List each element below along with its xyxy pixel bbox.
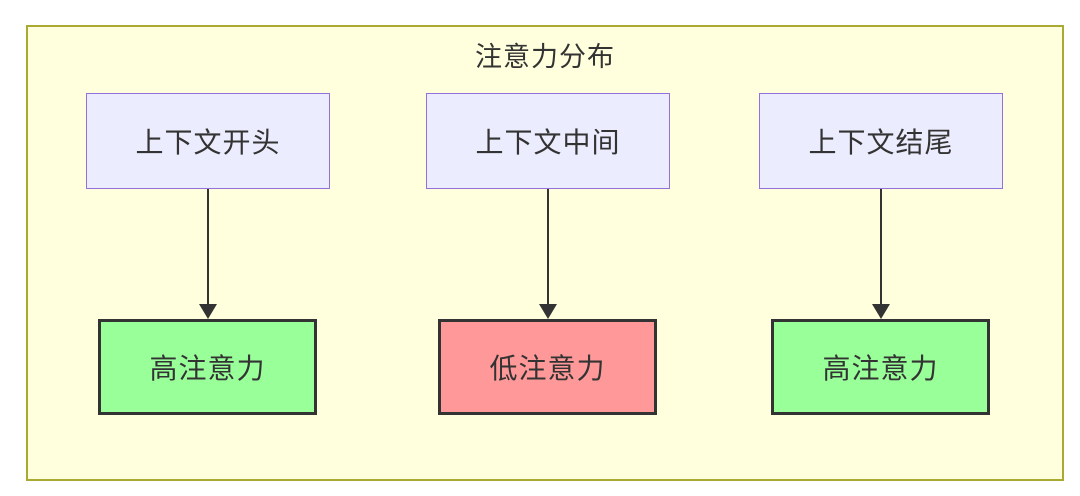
context-middle-label: 上下文中间 — [475, 127, 621, 158]
arrowhead-down-icon — [539, 304, 557, 319]
context-start-label: 上下文开头 — [135, 127, 281, 158]
low-attention-label-middle: 低注意力 — [489, 353, 606, 384]
high-attention-node-left: 高注意力 — [98, 319, 317, 415]
attention-distribution-frame: 注意力分布 上下文开头 高注意力 上下文中间 低注意力 上下文结尾 — [26, 25, 1064, 481]
context-end-label: 上下文结尾 — [808, 127, 954, 158]
high-attention-label-right: 高注意力 — [822, 353, 939, 384]
context-middle-node: 上下文中间 — [426, 93, 670, 189]
context-start-node: 上下文开头 — [86, 93, 330, 189]
flow-arrow-middle — [538, 189, 558, 319]
context-end-node: 上下文结尾 — [759, 93, 1003, 189]
arrowhead-down-icon — [199, 304, 217, 319]
flow-arrow-start — [198, 189, 218, 319]
flow-arrow-end — [871, 189, 891, 319]
low-attention-node-middle: 低注意力 — [438, 319, 657, 415]
arrow-shaft — [207, 189, 209, 305]
arrow-shaft — [547, 189, 549, 305]
high-attention-label-left: 高注意力 — [149, 353, 266, 384]
high-attention-node-right: 高注意力 — [771, 319, 990, 415]
arrowhead-down-icon — [872, 304, 890, 319]
arrow-shaft — [880, 189, 882, 305]
diagram-title: 注意力分布 — [475, 42, 615, 72]
